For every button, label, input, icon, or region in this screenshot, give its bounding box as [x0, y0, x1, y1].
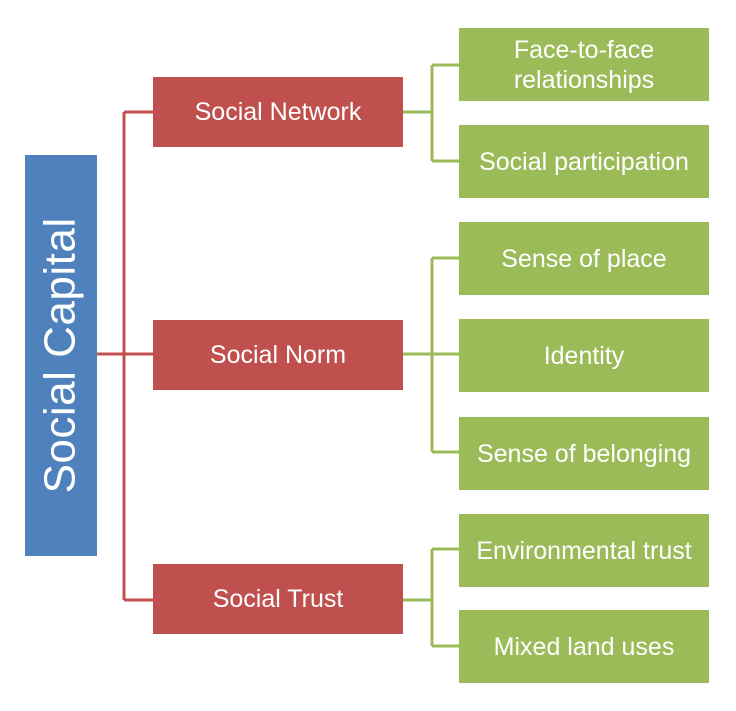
leaf-node-environmental-trust: Environmental trust [459, 514, 709, 587]
branch-node-social-trust: Social Trust [153, 564, 403, 634]
leaf-node-mixed-land-uses: Mixed land uses [459, 610, 709, 683]
branch-node-social-network: Social Network [153, 77, 403, 147]
root-node-social-capital: Social Capital [25, 155, 97, 556]
leaf-node-sense-of-place: Sense of place [459, 222, 709, 295]
leaf-node-face-to-face-relationships: Face-to-face relationships [459, 28, 709, 101]
leaf-node-social-participation: Social participation [459, 125, 709, 198]
leaf-node-identity: Identity [459, 319, 709, 392]
root-node-label: Social Capital [35, 217, 85, 494]
branch-node-social-norm: Social Norm [153, 320, 403, 390]
leaf-node-sense-of-belonging: Sense of belonging [459, 417, 709, 490]
